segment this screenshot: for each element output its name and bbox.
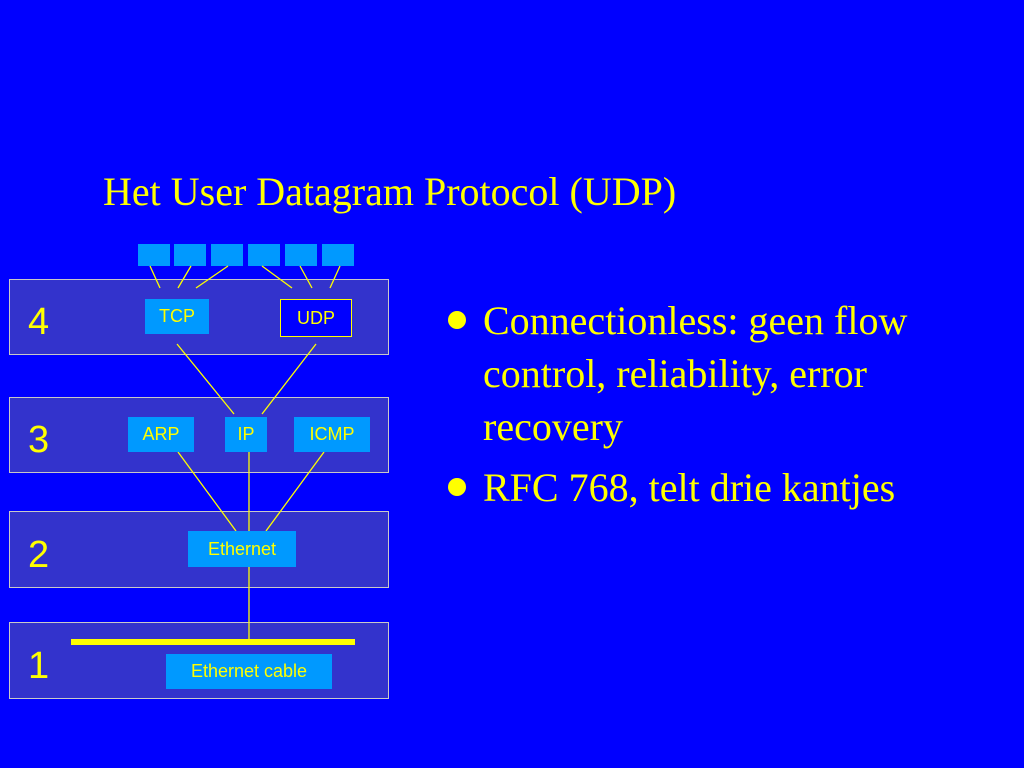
ethernet-cable-line (71, 639, 355, 645)
protocol-tcp: TCP (145, 299, 209, 334)
layer-number: 4 (28, 301, 50, 343)
bullet-item: RFC 768, telt drie kantjes (448, 461, 968, 514)
protocol-icmp: ICMP (294, 417, 370, 452)
port-box (322, 244, 354, 266)
slide-title: Het User Datagram Protocol (UDP) (103, 169, 677, 214)
port-box (174, 244, 206, 266)
protocol-arp: ARP (128, 417, 194, 452)
bullet-text: RFC 768, telt drie kantjes (483, 465, 896, 510)
bullet-item: Connectionless: geen flow control, relia… (448, 294, 968, 453)
port-box (285, 244, 317, 266)
bullet-dot-icon (448, 311, 466, 329)
bullet-list: Connectionless: geen flow control, relia… (448, 294, 968, 522)
protocol-udp: UDP (280, 299, 352, 337)
port-box (248, 244, 280, 266)
layer-number: 3 (28, 419, 50, 461)
protocol-ip: IP (225, 417, 267, 452)
bullet-text: Connectionless: geen flow control, relia… (483, 298, 908, 449)
layer-number: 1 (28, 645, 50, 687)
layer-number: 2 (28, 534, 50, 576)
protocol-ethernet: Ethernet (188, 531, 296, 567)
port-box (138, 244, 170, 266)
protocol-ethernet-cable: Ethernet cable (166, 654, 332, 689)
port-box (211, 244, 243, 266)
bullet-dot-icon (448, 478, 466, 496)
